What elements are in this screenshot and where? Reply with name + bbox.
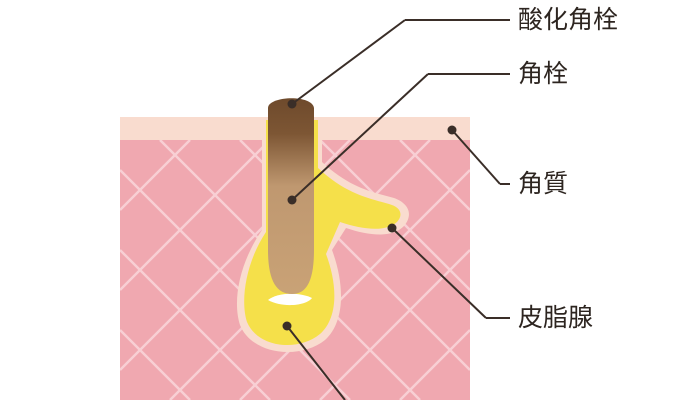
sebum-highlight [268, 293, 312, 306]
label-stratum-corneum: 角質 [518, 169, 569, 198]
dot-sebaceous-gland [387, 223, 397, 233]
dot-lower [282, 321, 292, 331]
dot-stratum-corneum [447, 125, 457, 135]
label-oxidized-plug: 酸化角栓 [518, 5, 619, 34]
label-plug: 角栓 [518, 59, 569, 88]
leader-line-lower [286, 325, 346, 400]
leader-line-oxidized-plug [291, 19, 406, 105]
label-sebaceous-gland: 皮脂腺 [518, 303, 594, 332]
leader-line-stratum-corneum [451, 129, 501, 185]
dot-plug [287, 195, 297, 205]
leader-line-sebaceous-gland [391, 227, 487, 319]
leader-dots [282, 99, 457, 331]
leader-line-plug [291, 73, 429, 201]
leader-lines [286, 19, 510, 400]
dot-oxidized-plug [287, 99, 297, 109]
